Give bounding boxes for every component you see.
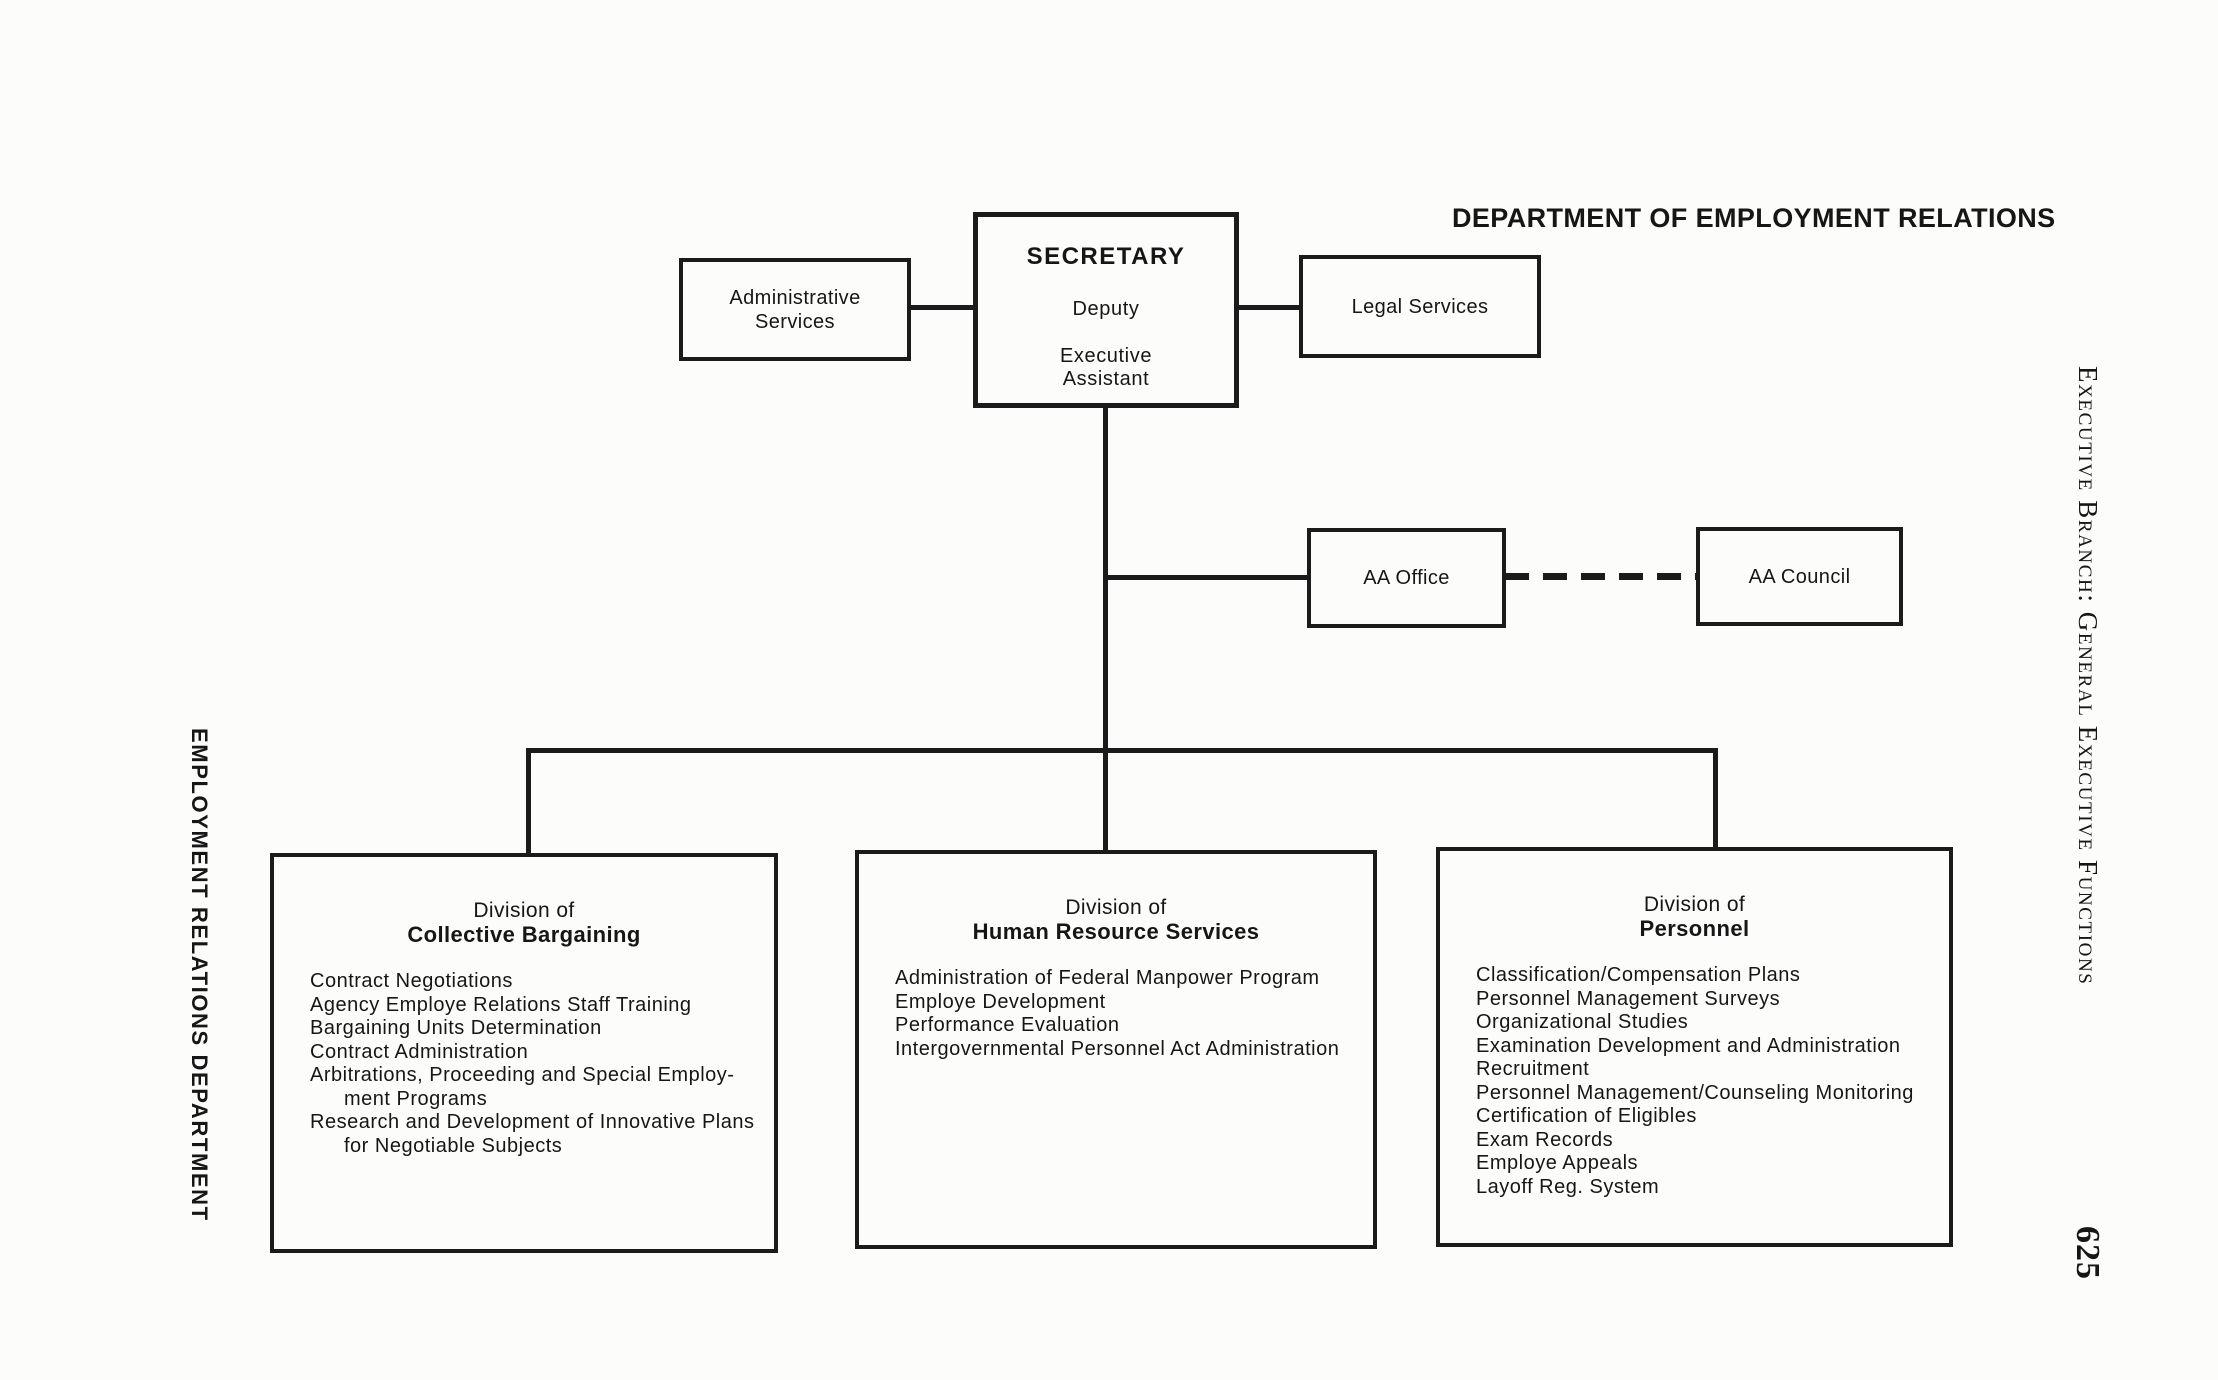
- division-heading: Division of Personnel: [1440, 893, 1949, 940]
- division-list-line: Contract Negotiations: [310, 970, 513, 992]
- division-name: Collective Bargaining: [407, 922, 641, 947]
- division-list-line: Recruitment: [1476, 1058, 1590, 1080]
- legal-services-box: Legal Services: [1299, 255, 1541, 358]
- division-list-line: Arbitrations, Proceeding and Special Emp…: [310, 1064, 735, 1086]
- division-list-line: Employe Development: [895, 990, 1106, 1013]
- secretary-executive-assistant: Executive Assistant: [1060, 345, 1152, 391]
- division-heading-top: Division of: [1065, 896, 1167, 919]
- connector-branch-to-aa-office: [1103, 575, 1309, 580]
- division-list-line: Layoff Reg. System: [1476, 1175, 1660, 1198]
- secretary-deputy: Deputy: [1072, 298, 1140, 320]
- division-list-line: for Negotiable Subjects: [344, 1134, 563, 1157]
- division-heading: Division of Human Resource Services: [859, 896, 1373, 943]
- division-list-line: Contract Administration: [310, 1040, 529, 1063]
- division-heading-top: Division of: [473, 899, 575, 922]
- administrative-services-box: Administrative Services: [679, 258, 911, 361]
- division-list-line: Certification of Eligibles: [1476, 1105, 1697, 1127]
- left-margin-vertical-label: EMPLOYMENT RELATIONS DEPARTMENT: [187, 728, 212, 1222]
- administrative-services-line1: Administrative: [729, 286, 861, 309]
- division-name: Human Resource Services: [972, 919, 1260, 944]
- division-list-line: Research and Development of Innovative P…: [310, 1111, 755, 1133]
- connector-distribution-horizontal: [526, 748, 1718, 753]
- legal-services-label: Legal Services: [1351, 295, 1489, 318]
- secretary-box: SECRETARY Deputy Executive Assistant: [973, 212, 1239, 408]
- administrative-services-line2: Services: [755, 310, 835, 333]
- division-heading: Division of Collective Bargaining: [274, 899, 774, 946]
- connector-trunk-vertical: [1103, 405, 1108, 852]
- secretary-assistant-line1: Executive: [1059, 345, 1153, 367]
- division-list-line: Organizational Studies: [1476, 1011, 1689, 1033]
- secretary-title: SECRETARY: [1026, 243, 1186, 270]
- aa-office-label: AA Office: [1363, 567, 1450, 589]
- division-list-line: Exam Records: [1476, 1128, 1614, 1151]
- division-list-line: Intergovernmental Personnel Act Administ…: [895, 1037, 1340, 1060]
- connector-dashed-aa-office-to-council: [1505, 573, 1697, 580]
- administrative-services-label: Administrative Services: [729, 286, 860, 334]
- division-list-line: Employe Appeals: [1476, 1152, 1639, 1174]
- division-box-personnel: Division of Personnel Classification/Com…: [1436, 847, 1953, 1247]
- division-list-line: Examination Development and Administrati…: [1476, 1034, 1901, 1057]
- connector-drop-right: [1713, 748, 1718, 849]
- division-heading-top: Division of: [1643, 893, 1746, 916]
- connector-drop-left: [526, 748, 531, 855]
- division-box-collective-bargaining: Division of Collective Bargaining Contra…: [270, 853, 778, 1253]
- division-list-line: Performance Evaluation: [895, 1014, 1120, 1036]
- division-list-line: Personnel Management Surveys: [1476, 987, 1781, 1010]
- division-function-list: Administration of Federal Manpower Progr…: [859, 967, 1373, 1061]
- right-margin-vertical-label: Executive Branch: General Executive Func…: [2073, 366, 2103, 986]
- connector-secretary-to-legal: [1236, 305, 1301, 310]
- page-number: 625: [2069, 1226, 2106, 1280]
- connector-admin-to-secretary: [908, 305, 975, 310]
- division-box-human-resource-services: Division of Human Resource Services Admi…: [855, 850, 1377, 1249]
- secretary-assistant-line2: Assistant: [1062, 368, 1150, 390]
- division-list-line: Bargaining Units Determination: [310, 1017, 602, 1039]
- aa-office-box: AA Office: [1307, 528, 1506, 628]
- page-title: DEPARTMENT OF EMPLOYMENT RELATIONS: [1452, 203, 2056, 233]
- division-list-line: Personnel Management/Counseling Monitori…: [1476, 1081, 1914, 1104]
- division-list-line: Administration of Federal Manpower Progr…: [895, 967, 1320, 989]
- division-list-line: Classification/Compensation Plans: [1476, 964, 1801, 986]
- aa-council-label: AA Council: [1748, 565, 1851, 588]
- division-list-line: Agency Employe Relations Staff Training: [310, 993, 692, 1016]
- division-name: Personnel: [1639, 916, 1750, 941]
- aa-council-box: AA Council: [1696, 527, 1903, 626]
- division-list-line: ment Programs: [344, 1087, 488, 1110]
